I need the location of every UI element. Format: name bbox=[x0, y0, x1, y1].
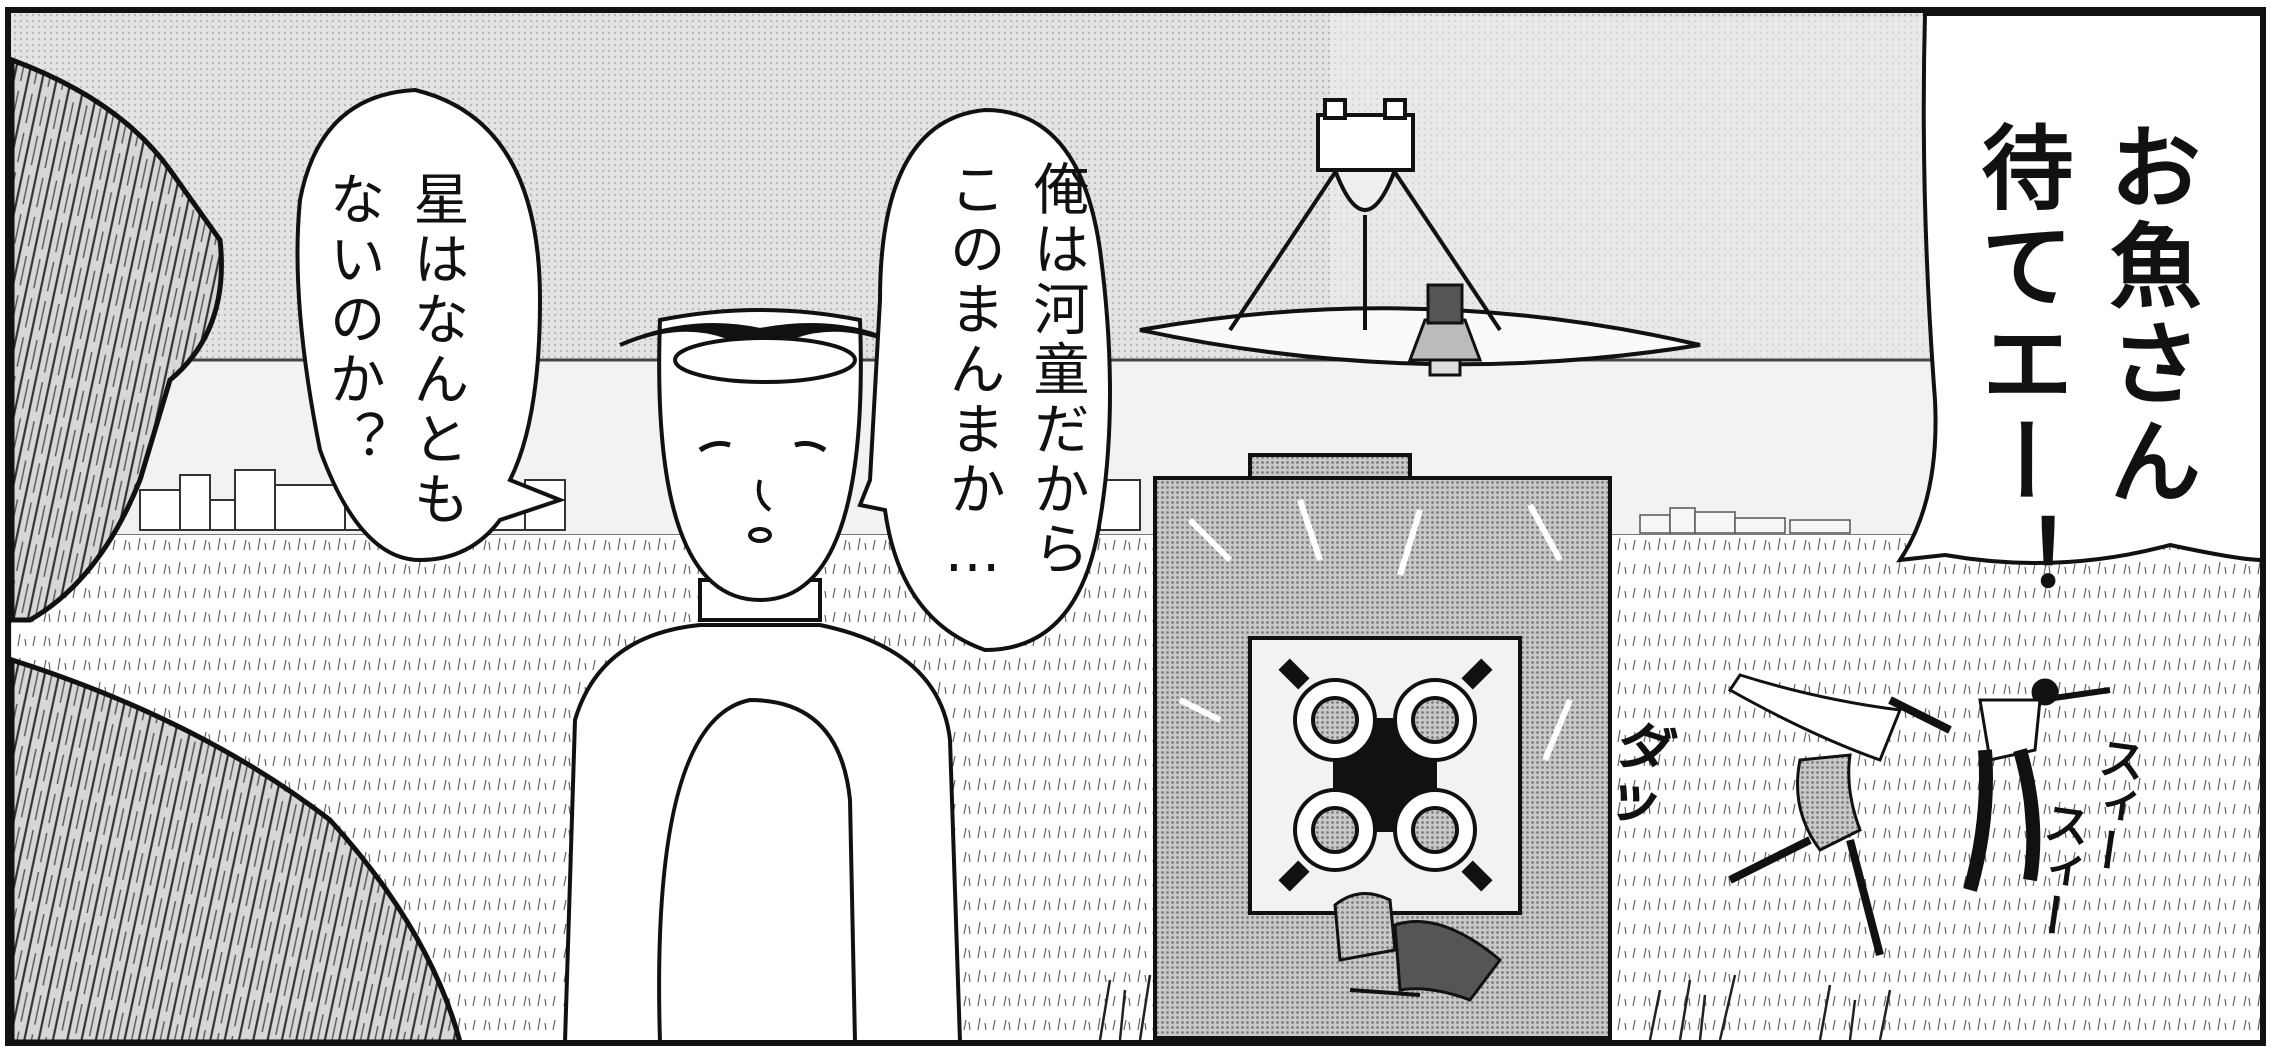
speech-text-fish: お魚さん待てエー！ bbox=[1966, 120, 2201, 610]
running-boy bbox=[1963, 678, 2111, 892]
running-girl bbox=[1727, 673, 1952, 957]
chimney bbox=[1407, 283, 1483, 377]
bubble-fish bbox=[1895, 12, 2264, 565]
man-foreground bbox=[562, 308, 963, 1044]
machine-bolts bbox=[1278, 658, 1493, 892]
bubble-stars bbox=[295, 87, 566, 563]
speech-text-stars: 星はなんともないのか？ bbox=[320, 170, 469, 530]
girl-crouching bbox=[1333, 892, 1503, 1002]
bubble-kappa bbox=[857, 107, 1112, 653]
city-skyline-right bbox=[1639, 507, 1851, 534]
speech-text-kappa: 俺は河童だからこのまんまか… bbox=[940, 160, 1089, 589]
hooded-figure bbox=[9, 56, 464, 1045]
machine-nozzles bbox=[1293, 678, 1477, 872]
